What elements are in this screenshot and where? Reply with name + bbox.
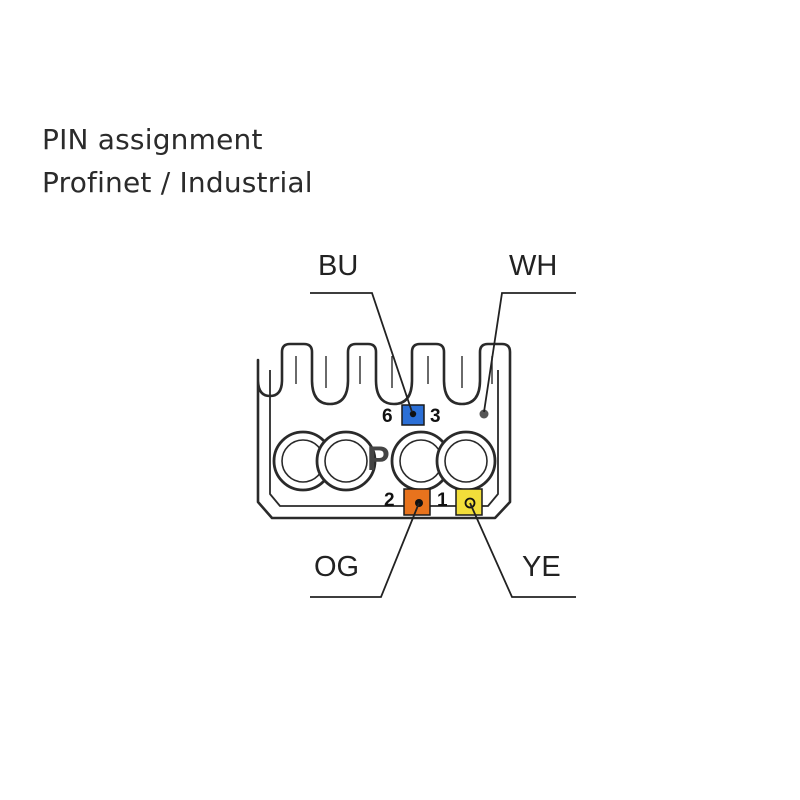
pin-label-6: 6 — [382, 406, 393, 427]
pin-label-3: 3 — [430, 406, 441, 427]
contact-holes — [272, 430, 497, 492]
title-line-1: PIN assignment — [42, 123, 263, 156]
connector-body — [256, 342, 512, 520]
wh-pin-point — [479, 409, 489, 419]
og-pin-marker — [403, 488, 431, 516]
ye-pin-marker — [455, 488, 483, 516]
label-ye: YE — [522, 551, 561, 583]
pin-label-1: 1 — [437, 490, 448, 511]
wh-leader-line — [483, 292, 576, 413]
connector-mark: P — [367, 440, 390, 478]
og-leader-line — [310, 502, 420, 598]
diagram-title: PIN assignment Profinet / Industrial — [42, 118, 542, 204]
bu-leader-line — [310, 292, 413, 413]
label-og: OG — [314, 551, 359, 583]
ye-leader-line — [469, 502, 576, 598]
label-wh: WH — [509, 250, 557, 282]
pin-label-2: 2 — [384, 490, 395, 511]
title-line-2: Profinet / Industrial — [42, 166, 313, 199]
label-bu: BU — [318, 250, 358, 282]
